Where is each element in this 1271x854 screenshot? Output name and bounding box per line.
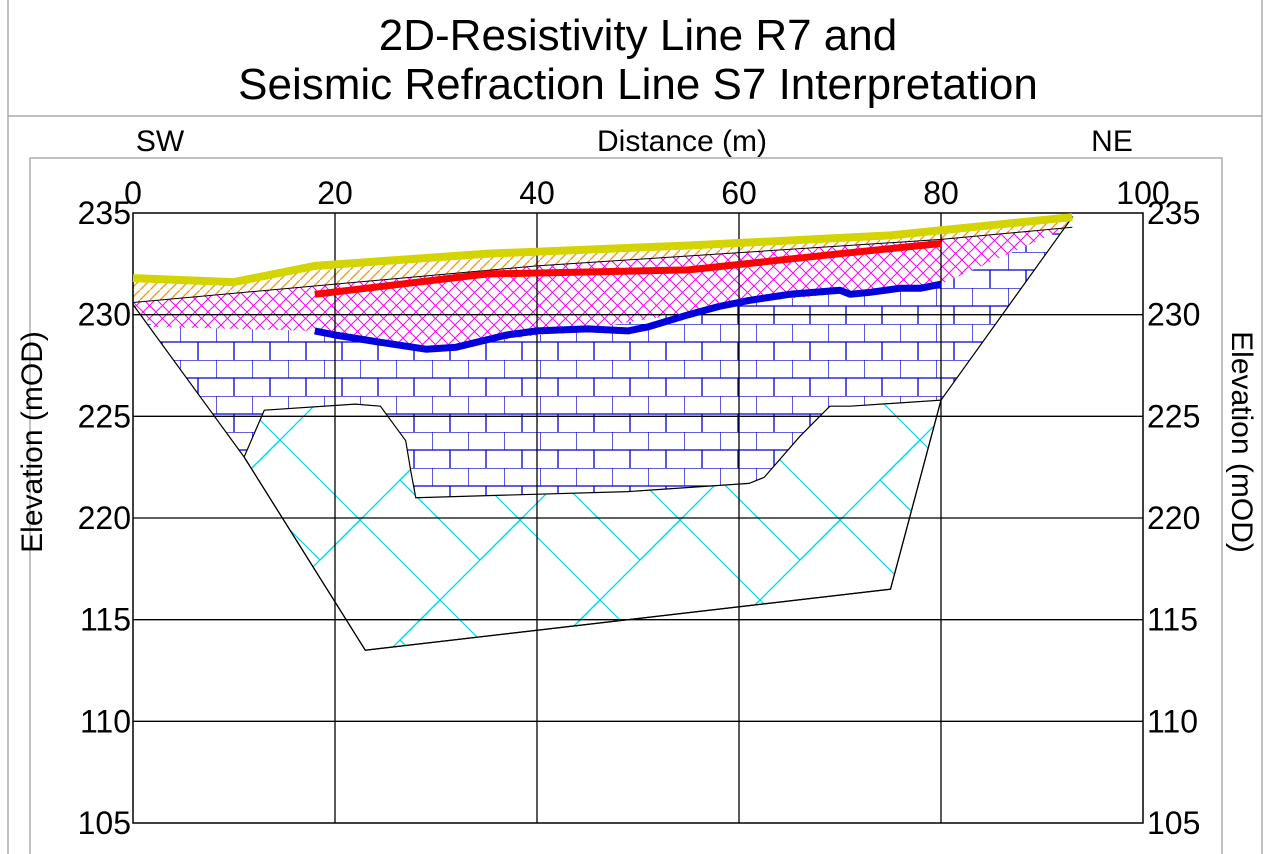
y-tick-label-right: 110 (1147, 703, 1198, 739)
grid-group (132, 212, 1144, 824)
y-axis-label-right: Elevation (mOD) (1225, 331, 1258, 553)
y-tick-label-left: 225 (78, 398, 131, 434)
surface-line (132, 213, 1073, 287)
y-tick-label-left: 105 (78, 805, 131, 841)
chart-title-line-2: Seismic Refraction Line S7 Interpretatio… (238, 60, 1038, 109)
x-axis-label: Distance (m) (597, 125, 767, 158)
chart-title-line-1: 2D-Resistivity Line R7 and (379, 11, 897, 60)
x-tick-label: 80 (923, 175, 959, 211)
y-tick-label-left: 110 (80, 703, 131, 739)
y-tick-label-right: 230 (1147, 297, 1200, 333)
blue-interface-line (314, 280, 942, 353)
x-tick-label: 20 (317, 175, 353, 211)
y-axis-label-left: Elevation (mOD) (16, 331, 49, 553)
y-tick-label-left: 220 (78, 500, 131, 536)
x-tick-label: 60 (721, 175, 757, 211)
y-tick-label-right: 235 (1147, 195, 1200, 231)
y-tick-label-right: 115 (1147, 602, 1198, 638)
y-tick-label-left: 115 (80, 602, 131, 638)
x-tick-label: 40 (519, 175, 555, 211)
header-frame (7, 0, 1263, 854)
direction-left-label: SW (136, 125, 185, 158)
y-tick-label-right: 105 (1147, 805, 1200, 841)
y-tick-label-right: 225 (1147, 398, 1200, 434)
lines-group (132, 213, 1073, 353)
x-tick-label: 0 (124, 175, 142, 211)
y-tick-label-right: 220 (1147, 500, 1200, 536)
x-tick-label: 100 (1116, 175, 1169, 211)
y-tick-label-left: 235 (78, 195, 131, 231)
clay-layer (133, 217, 1073, 350)
plot-frame (29, 157, 1223, 854)
direction-right-label: NE (1091, 125, 1133, 158)
layers-group (132, 216, 1074, 651)
y-tick-label-left: 230 (78, 297, 131, 333)
red-interface-line (314, 240, 942, 298)
